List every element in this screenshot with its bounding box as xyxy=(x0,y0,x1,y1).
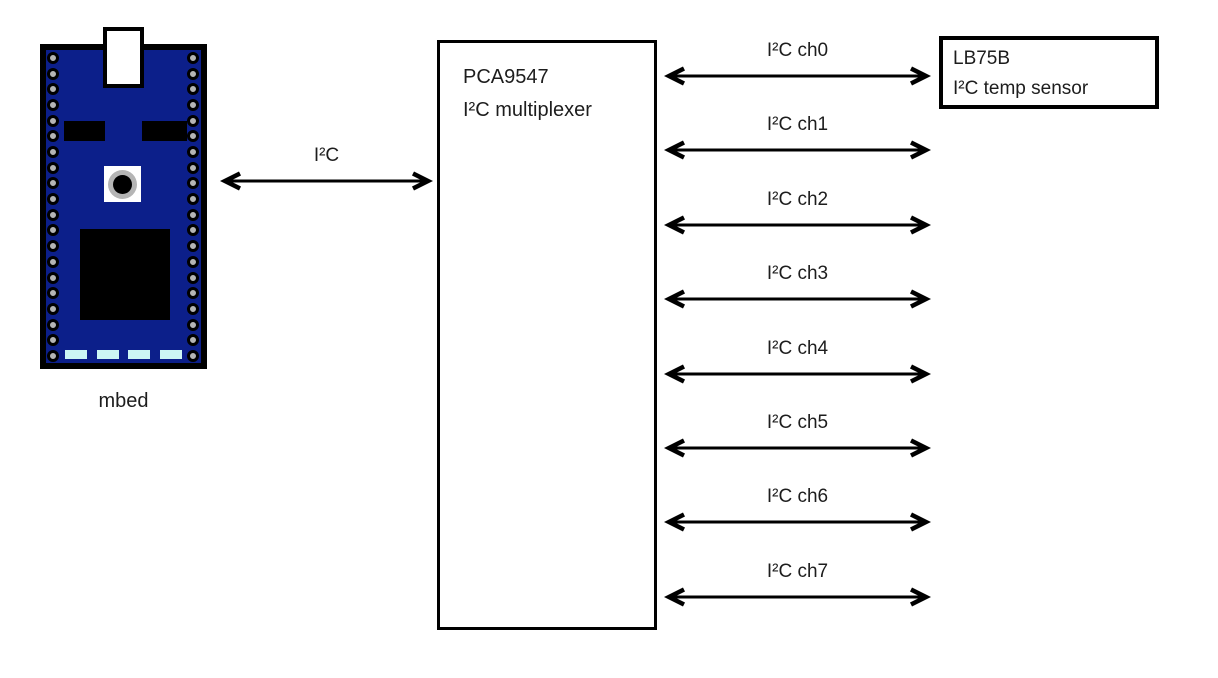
pin-hole xyxy=(187,193,199,205)
channel-label: I²C ch4 xyxy=(766,338,829,359)
pin-hole xyxy=(187,162,199,174)
pin-hole xyxy=(187,287,199,299)
pin-hole xyxy=(47,334,59,346)
bidirectional-arrow-icon xyxy=(664,364,931,384)
pin-hole xyxy=(187,68,199,80)
pin-hole xyxy=(47,287,59,299)
board-reset-button xyxy=(104,166,141,202)
pin-hole xyxy=(47,319,59,331)
board-led xyxy=(65,350,87,359)
pin-hole xyxy=(187,334,199,346)
i2c-channel-arrow: I²C ch2 xyxy=(664,189,931,235)
pin-hole xyxy=(47,177,59,189)
pin-hole xyxy=(187,209,199,221)
pin-hole xyxy=(187,272,199,284)
i2c-channel-arrow: I²C ch0 xyxy=(664,40,931,86)
pin-hole xyxy=(187,256,199,268)
pin-hole xyxy=(47,115,59,127)
multiplexer-text: PCA9547 I²C multiplexer xyxy=(463,61,592,127)
reset-button-dot xyxy=(113,174,132,194)
pin-hole xyxy=(187,303,199,315)
channel-label: I²C ch3 xyxy=(766,263,829,284)
bidirectional-arrow-icon xyxy=(664,215,931,235)
pin-hole xyxy=(187,115,199,127)
usb-connector xyxy=(103,27,144,88)
board-led xyxy=(97,350,119,359)
pin-hole xyxy=(47,52,59,64)
bidirectional-arrow-icon xyxy=(664,140,931,160)
board-mcu-chip xyxy=(80,229,170,320)
pin-hole xyxy=(47,99,59,111)
pin-hole xyxy=(187,52,199,64)
channel-label: I²C ch2 xyxy=(766,189,829,210)
pin-hole xyxy=(47,193,59,205)
bidirectional-arrow-icon xyxy=(664,438,931,458)
pin-hole xyxy=(47,224,59,236)
bidirectional-arrow-icon xyxy=(220,171,433,191)
multiplexer-description: I²C multiplexer xyxy=(463,99,592,121)
bidirectional-arrow-icon xyxy=(664,512,931,532)
board-chip-small-right xyxy=(142,121,187,141)
pin-hole xyxy=(47,146,59,158)
channel-label: I²C ch6 xyxy=(766,486,829,507)
pin-hole xyxy=(187,350,199,362)
temp-sensor-text: LB75B I²C temp sensor xyxy=(953,44,1088,104)
pin-hole xyxy=(47,209,59,221)
channel-label: I²C ch1 xyxy=(766,114,829,135)
multiplexer-box: PCA9547 I²C multiplexer xyxy=(437,40,657,630)
channel-label: I²C ch5 xyxy=(766,412,829,433)
i2c-channel-arrow: I²C ch7 xyxy=(664,561,931,607)
pin-hole xyxy=(47,272,59,284)
i2c-channel-arrow: I²C ch6 xyxy=(664,486,931,532)
pin-hole xyxy=(47,162,59,174)
i2c-channel-arrow: I²C ch3 xyxy=(664,263,931,309)
board-led xyxy=(160,350,182,359)
pin-hole xyxy=(47,83,59,95)
temp-sensor-description: I²C temp sensor xyxy=(953,78,1089,99)
board-chip-small-left xyxy=(64,121,105,141)
i2c-bus-label: I²C xyxy=(313,145,340,166)
pin-hole xyxy=(187,130,199,142)
channel-label: I²C ch0 xyxy=(766,40,829,61)
i2c-channel-arrow: I²C ch5 xyxy=(664,412,931,458)
bidirectional-arrow-icon xyxy=(664,587,931,607)
pin-hole xyxy=(47,256,59,268)
pin-hole xyxy=(187,177,199,189)
pin-hole xyxy=(187,319,199,331)
pin-hole xyxy=(187,146,199,158)
i2c-channel-arrow: I²C ch4 xyxy=(664,338,931,384)
board-label: mbed xyxy=(98,390,149,412)
board-led xyxy=(128,350,150,359)
mbed-board xyxy=(40,44,207,369)
pin-hole xyxy=(47,130,59,142)
i2c-bus-arrow: I²C xyxy=(220,145,433,191)
pin-hole xyxy=(47,303,59,315)
pin-hole xyxy=(187,83,199,95)
temp-sensor-name: LB75B xyxy=(953,48,1011,69)
temp-sensor-box: LB75B I²C temp sensor xyxy=(939,36,1159,109)
multiplexer-name: PCA9547 xyxy=(463,66,549,88)
bidirectional-arrow-icon xyxy=(664,66,931,86)
pin-hole xyxy=(187,240,199,252)
bidirectional-arrow-icon xyxy=(664,289,931,309)
pin-hole xyxy=(47,350,59,362)
pin-hole xyxy=(187,99,199,111)
reset-button-ring xyxy=(108,169,137,199)
pin-hole xyxy=(47,68,59,80)
channel-label: I²C ch7 xyxy=(766,561,829,582)
pin-hole xyxy=(187,224,199,236)
pin-hole xyxy=(47,240,59,252)
i2c-channel-arrow: I²C ch1 xyxy=(664,114,931,160)
